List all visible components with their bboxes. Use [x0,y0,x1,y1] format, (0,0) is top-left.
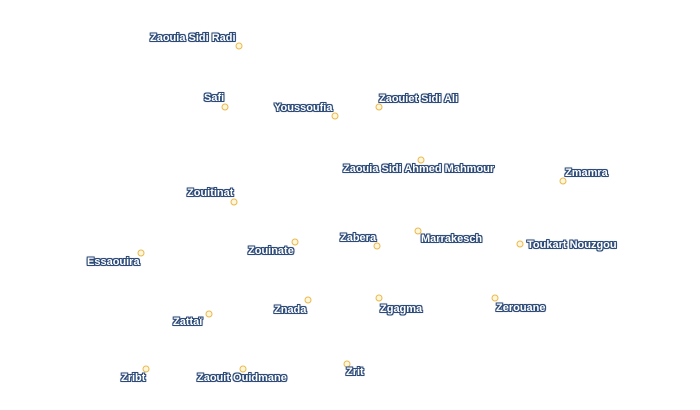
place-marker[interactable] [417,156,425,164]
place-label-znada[interactable]: Znada [274,304,307,316]
place-label-youssoufia[interactable]: Youssoufia [274,102,333,114]
place-marker[interactable] [491,294,499,302]
place-marker[interactable] [375,103,383,111]
place-label-zmamra[interactable]: Zmamra [565,167,608,179]
place-marker[interactable] [230,198,238,206]
place-label-zaouia-sidi-radi[interactable]: Zaouia Sidi Radi [150,32,236,44]
place-marker[interactable] [516,240,524,248]
place-marker[interactable] [343,360,351,368]
place-label-safi[interactable]: Safi [204,92,225,104]
place-label-marrakesch[interactable]: Marrakesch [421,233,483,245]
place-marker[interactable] [137,249,145,257]
place-label-essaouira[interactable]: Essaouira [87,256,140,268]
place-marker[interactable] [205,310,213,318]
place-label-zaouiet-sidi-ali[interactable]: Zaouiet Sidi Ali [379,93,459,105]
place-label-zgagma[interactable]: Zgagma [380,303,423,315]
place-marker[interactable] [142,365,150,373]
place-label-zerouane[interactable]: Zerouane [496,302,546,314]
place-marker[interactable] [291,238,299,246]
place-marker[interactable] [221,103,229,111]
place-marker[interactable] [239,365,247,373]
place-marker[interactable] [304,296,312,304]
place-marker[interactable] [331,112,339,120]
place-marker[interactable] [375,294,383,302]
place-label-zaouia-sidi-ahmed-mahmour[interactable]: Zaouia Sidi Ahmed Mahmour [343,163,495,175]
place-label-toukart-nouzgou[interactable]: Toukart Nouzgou [527,239,617,251]
place-label-zaouit-ouidmane[interactable]: Zaouit Ouidmane [197,372,287,384]
place-label-zribt[interactable]: Zribt [121,372,146,384]
place-marker[interactable] [414,227,422,235]
place-marker[interactable] [373,242,381,250]
place-marker[interactable] [559,177,567,185]
place-label-zouinate[interactable]: Zouinate [248,245,294,257]
place-label-zabera[interactable]: Zabera [340,232,377,244]
place-marker[interactable] [235,42,243,50]
place-label-zattai[interactable]: Zattaï [173,316,203,328]
place-label-zrit[interactable]: Zrit [346,366,364,378]
place-label-zouitinat[interactable]: Zouitinat [187,187,234,199]
